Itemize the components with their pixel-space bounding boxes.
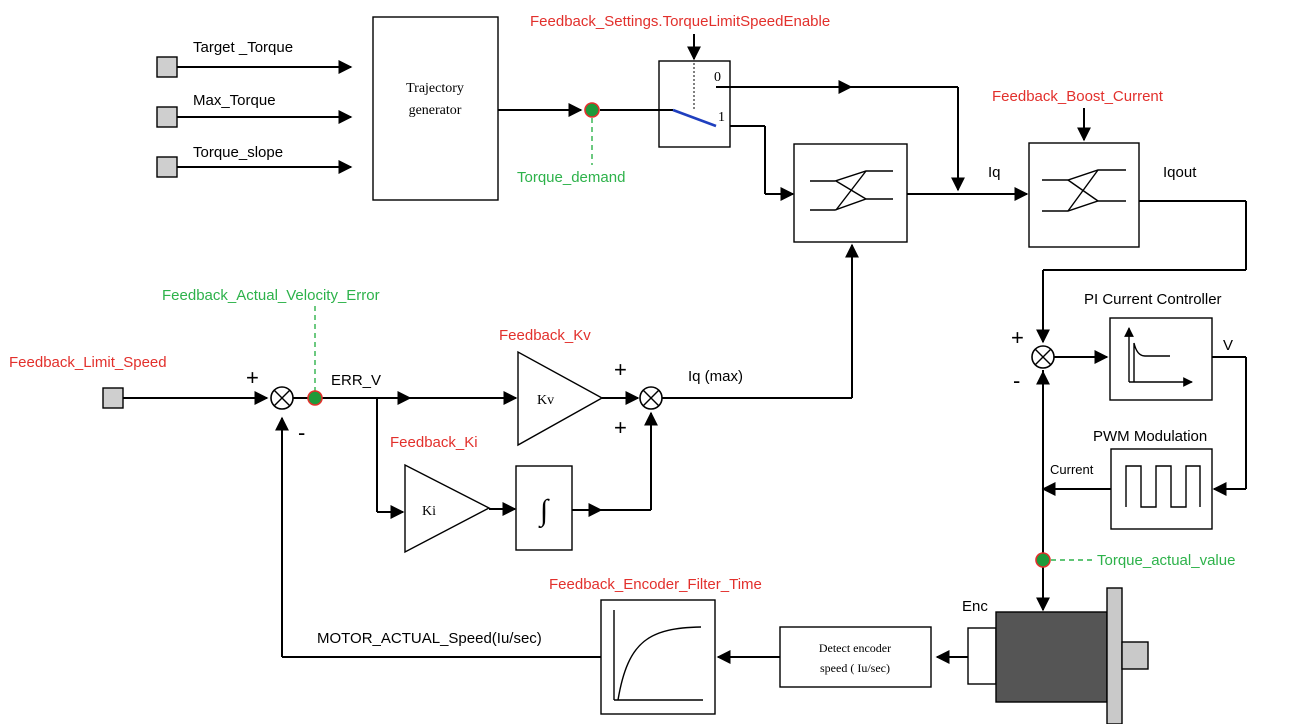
v-label: V [1223, 337, 1233, 354]
target-torque-label: Target _Torque [193, 39, 293, 56]
integrator-symbol: ∫ [538, 494, 550, 529]
motor [967, 587, 1149, 724]
switch-pos-0: 0 [714, 70, 721, 85]
current-summing-junction [1031, 345, 1055, 369]
ki-gain-label: Ki [422, 504, 436, 519]
input-torque-slope: Torque_slope [156, 144, 353, 178]
pwm-label: PWM Modulation [1093, 428, 1207, 445]
boost-current-limiter-block [1028, 142, 1140, 248]
pi-current-controller-block [1109, 317, 1213, 401]
ki-gain-block: Ki [404, 463, 491, 554]
iqout-label: Iqout [1163, 164, 1197, 181]
current-label: Current [1050, 462, 1094, 477]
torque-demand-probe [584, 102, 600, 118]
input-max-torque: Max_Torque [156, 92, 353, 128]
ki-param-label: Feedback_Ki [390, 434, 478, 451]
input-port [156, 56, 178, 78]
torque-limiter-block [793, 143, 908, 243]
limit-speed-label: Feedback_Limit_Speed [9, 354, 167, 371]
torque-limit-switch: 0 1 [658, 60, 731, 148]
detect-label-1: Detect encoder [819, 641, 891, 655]
current-plus-sign: + [1011, 325, 1024, 350]
boost-current-label: Feedback_Boost_Current [992, 88, 1164, 105]
detect-encoder-speed-block: Detect encoder speed ( Iu/sec) [779, 626, 932, 688]
iq-max-label: Iq (max) [688, 368, 743, 385]
encoder-block [967, 627, 997, 685]
input-target-torque: Target _Torque [156, 39, 353, 78]
kv-param-label: Feedback_Kv [499, 327, 591, 344]
trajectory-generator-block: Trajectory generator [372, 16, 499, 201]
torque-slope-label: Torque_slope [193, 144, 283, 161]
speed-summing-junction [270, 386, 294, 410]
trajectory-label-1: Trajectory [406, 81, 464, 96]
torque-actual-probe [1035, 552, 1051, 568]
velocity-error-label: Feedback_Actual_Velocity_Error [162, 287, 380, 304]
switch-pos-1: 1 [718, 110, 725, 125]
limit-speed-port [102, 387, 124, 409]
pi-controller-label: PI Current Controller [1084, 291, 1222, 308]
motor-body [995, 611, 1108, 703]
switch-lever [672, 108, 717, 128]
pwm-modulation-block [1110, 448, 1213, 530]
velocity-error-probe [307, 390, 323, 406]
motor-shaft [1121, 641, 1149, 670]
torque-demand-label: Torque_demand [517, 169, 625, 186]
encoder-filter-time-label: Feedback_Encoder_Filter_Time [549, 576, 762, 593]
detect-label-2: speed ( Iu/sec) [820, 661, 890, 675]
kv-gain-block: Kv [517, 350, 604, 447]
iq-label: Iq [988, 164, 1001, 181]
iq-plus-sign-2: + [614, 415, 627, 440]
speed-minus-sign: - [298, 420, 305, 445]
trajectory-label-2: generator [409, 103, 462, 118]
kv-gain-label: Kv [537, 393, 554, 408]
encoder-filter-block [600, 599, 716, 715]
max-torque-label: Max_Torque [193, 92, 276, 109]
err-v-label: ERR_V [331, 372, 381, 389]
motor-speed-label: MOTOR_ACTUAL_Speed(Iu/sec) [317, 630, 542, 647]
speed-plus-sign: + [246, 365, 259, 390]
input-port [156, 106, 178, 128]
motor-flange [1106, 587, 1123, 724]
encoder-label: Enc [962, 598, 988, 615]
torque-actual-label: Torque_actual_value [1097, 552, 1235, 569]
iq-plus-sign-1: + [614, 357, 627, 382]
torque-limit-speed-enable-label: Feedback_Settings.TorqueLimitSpeedEnable [530, 13, 830, 30]
iq-max-summing-junction [639, 386, 663, 410]
input-port [156, 156, 178, 178]
integrator-block: ∫ [515, 465, 573, 551]
current-minus-sign: - [1013, 368, 1020, 393]
